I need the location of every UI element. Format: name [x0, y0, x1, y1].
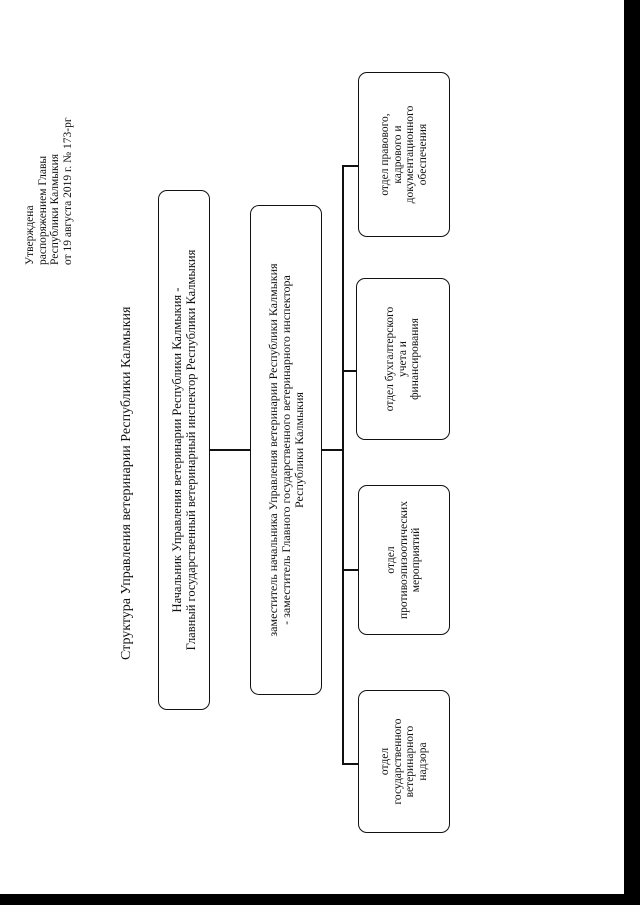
deputy-box: заместитель начальника Управления ветери… [250, 205, 322, 695]
department-line: финансирования [409, 318, 422, 400]
department-line: ветеринарного [404, 725, 416, 798]
connector-line [342, 165, 358, 167]
connector-line [342, 370, 356, 372]
deputy-line: Республики Калмыкия [291, 392, 306, 508]
department-line: отдел [379, 747, 391, 776]
department-line: отдел бухгалтерского [384, 306, 397, 412]
department-line: мероприятий [410, 527, 423, 593]
connector-line [210, 449, 250, 451]
department-line: учета и [396, 341, 409, 377]
head-line: Начальник Управления ветеринарии Республ… [170, 287, 184, 613]
scan-edge-bottom [0, 894, 640, 905]
approval-line: Утверждена [24, 205, 36, 265]
department-box-vet-supervision: отдел государственного ветеринарного над… [358, 690, 450, 833]
department-line: кадрового и [391, 125, 404, 184]
connector-line [342, 763, 358, 765]
deputy-line: - заместитель Главного государственного … [278, 275, 293, 625]
department-line: отдел правового, [379, 113, 391, 196]
department-line: отдел [385, 546, 398, 574]
department-box-accounting: отдел бухгалтерского учета и финансирова… [356, 278, 450, 440]
department-box-legal-hr: отдел правового, кадрового и документаци… [358, 72, 450, 237]
department-line: противоэпизоотических [397, 501, 410, 619]
department-line: надзора [416, 742, 429, 781]
department-line: государственного [391, 718, 404, 805]
connector-line [322, 449, 343, 451]
department-line: документационного [404, 105, 416, 204]
deputy-line: заместитель начальника Управления ветери… [265, 263, 280, 637]
head-line: Главный государственный ветеринарный инс… [184, 249, 198, 651]
department-line: обеспечения [416, 123, 429, 186]
approval-line: от 19 августа 2019 г. № 173-рг [61, 117, 74, 265]
connector-bus [342, 165, 344, 765]
approval-line: Республики Калмыкия [49, 153, 61, 265]
department-box-epizootic: отдел противоэпизоотических мероприятий [358, 485, 450, 635]
head-box: Начальник Управления ветеринарии Республ… [158, 190, 210, 710]
document-title: Структура Управления ветеринарии Республ… [119, 306, 134, 660]
scan-edge-right [624, 0, 640, 905]
connector-line [342, 569, 358, 571]
approval-stamp: Утверждена распоряжением Главы Республик… [24, 117, 74, 265]
approval-line: распоряжением Главы [36, 155, 49, 265]
